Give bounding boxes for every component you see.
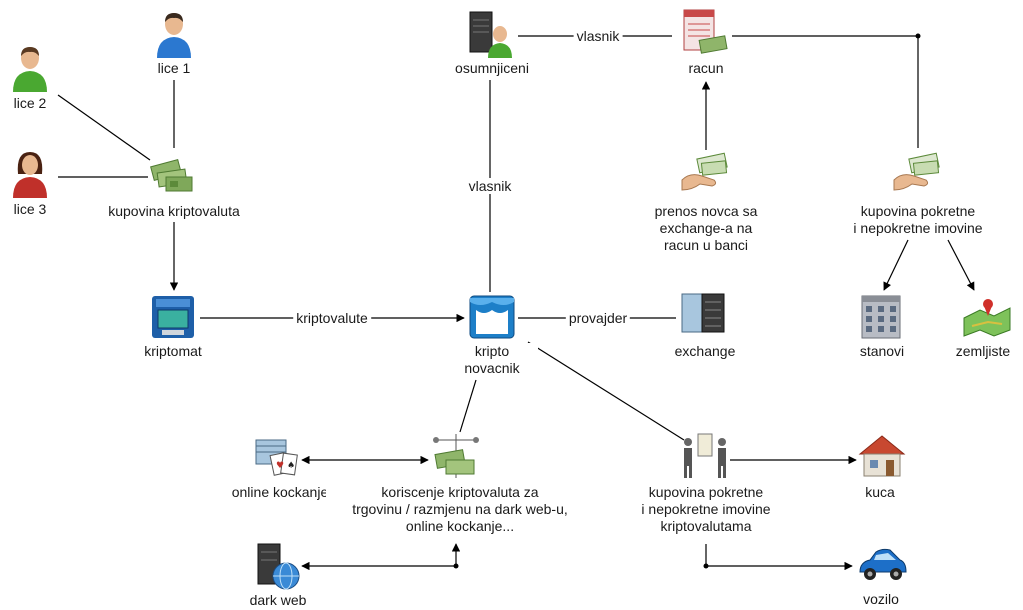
svg-text:♥: ♥ [276,461,284,471]
node-label-kuca: kuca [852,484,908,501]
prenos-line-1: prenos novca sa [654,203,758,219]
kupovina-top-line-1: kupovina pokretne [860,203,976,219]
node-label-kupovina-imovine-top: kupovina pokretne i nepokretne imovine [830,203,1006,237]
money-network-icon [433,434,479,478]
edge-kupovina-zemljiste [947,239,975,291]
edge-novcanik-kupovina-kripto [527,341,685,441]
edge-label-vlasnik-mid: vlasnik [465,178,515,194]
novcanik-line-2: novacnik [464,360,520,376]
person-blue-icon [157,13,191,58]
junction-dot-top-right [915,33,921,39]
node-label-kriptomat: kriptomat [130,343,216,360]
node-label-lice3: lice 3 [6,201,54,218]
node-label-osumnjiceni: osumnjiceni [444,60,540,77]
node-label-kupovina-kriptovalutama: kupovina pokretne i nepokretne imovine k… [620,484,792,535]
money-stack-icon [150,159,193,192]
node-label-dark-web: dark web [236,592,320,609]
money-transfer-icon [681,152,728,191]
exchange-server-icon [681,293,725,333]
node-label-exchange: exchange [664,343,746,360]
person-green-icon [13,47,47,92]
money-transfer-icon [893,152,940,191]
koriscenje-line-3: online kockanje... [405,518,515,534]
suspect-server-icon [469,11,512,58]
node-label-zemljiste: zemljiste [944,343,1022,360]
novcanik-line-1: kripto [474,343,510,359]
atm-icon [152,296,194,338]
node-label-lice2: lice 2 [6,95,54,112]
node-label-kripto-novcanik: kripto novacnik [446,343,538,377]
edge-lice2-kupovina [57,94,151,161]
casino-cards-icon: ♥ ♠ [255,439,298,476]
prenos-line-2: exchange-a na [659,220,753,236]
node-label-prenos: prenos novca sa exchange-a na racun u ba… [630,203,782,254]
kupovina-top-line-2: i nepokretne imovine [853,220,983,236]
kupovina-kripto-line-2: i nepokretne imovine [641,501,771,517]
edge-label-kriptovalute: kriptovalute [293,310,371,326]
prenos-line-3: racun u banci [663,237,749,253]
koriscenje-line-1: koriscenje kriptovaluta za [381,484,539,500]
junction-dot-vozilo [703,563,709,569]
apartment-building-icon [861,295,901,339]
node-label-racun: racun [676,60,736,77]
node-label-koriscenje: koriscenje kriptovaluta za trgovinu / ra… [326,484,594,535]
person-female-icon [13,152,47,198]
edge-kupovina-stanovi [883,239,909,291]
svg-text:♠: ♠ [287,461,295,471]
kupovina-kripto-line-3: kriptovalutama [660,518,752,534]
kupovina-kripto-line-1: kupovina pokretne [648,484,764,500]
node-label-kupovina-kriptovaluta: kupovina kriptovaluta [92,203,256,220]
node-label-stanovi: stanovi [846,343,918,360]
koriscenje-line-2: trgovinu / razmjenu na dark web-u, [352,501,568,517]
sale-sign-icon [684,433,726,478]
edge-label-vlasnik-top: vlasnik [573,28,623,44]
node-label-vozilo: vozilo [846,591,916,608]
node-label-lice1: lice 1 [150,60,198,77]
edge-novcanik-koriscenje [459,379,477,433]
dark-web-globe-icon [257,543,300,590]
car-icon [859,548,907,580]
bank-account-icon [683,9,728,54]
land-map-icon [963,299,1011,337]
wallet-store-icon [469,295,515,339]
node-label-online-kockanje: online kockanje [218,484,342,501]
junction-dot-darkweb [453,563,459,569]
edge-label-provajder: provajder [565,310,631,326]
house-icon [858,435,906,477]
